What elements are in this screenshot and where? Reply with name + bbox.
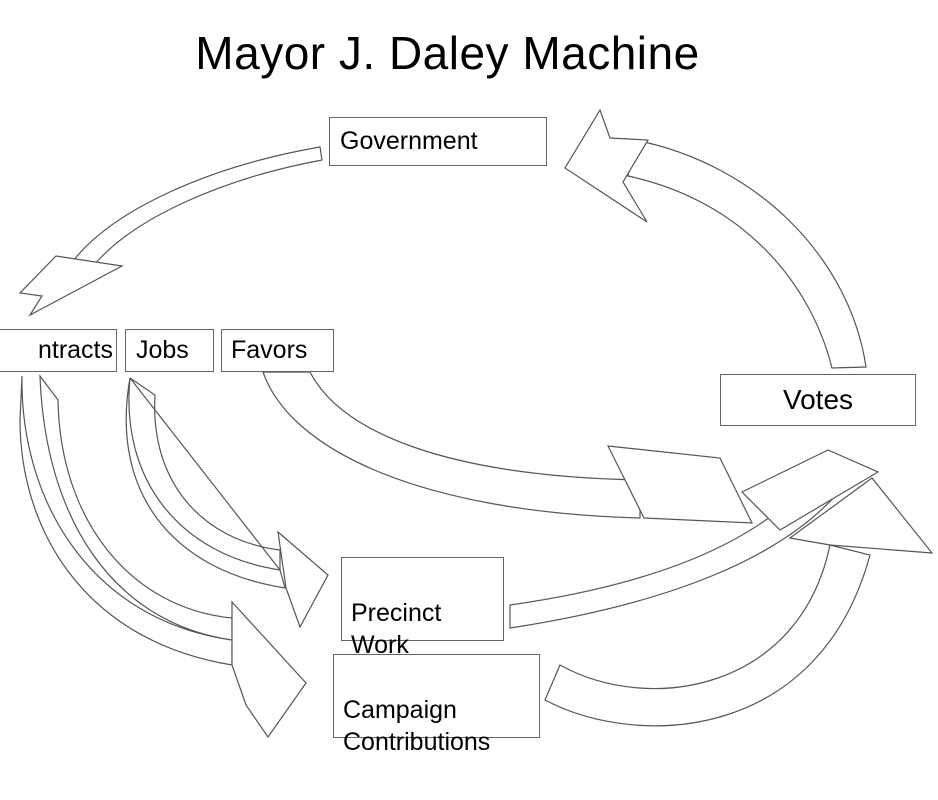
node-campaign-contributions-label: Campaign Contributions <box>343 695 491 757</box>
arrow-votes-to-government <box>627 139 867 369</box>
node-campaign-contributions: Campaign Contributions <box>333 654 540 756</box>
node-jobs: Jobs <box>125 329 214 372</box>
arrow-campaign-to-votes <box>544 544 871 727</box>
arrow-government-to-contracts <box>68 146 323 271</box>
diagram-title: Mayor J. Daley Machine <box>195 27 700 79</box>
node-favors: Favors <box>221 329 334 372</box>
arrowhead-government-to-contracts <box>18 255 124 317</box>
node-votes: Votes <box>720 374 916 426</box>
node-government: Government <box>329 117 547 166</box>
node-favors-label: Favors <box>231 336 308 365</box>
arrowhead-favors-to-votes <box>606 445 753 524</box>
node-votes-label: Votes <box>782 383 854 415</box>
arrowhead-votes-to-government <box>564 108 650 223</box>
arrowhead-campaign-to-votes <box>788 477 934 554</box>
node-precinct-work: Precinct Work <box>341 557 504 659</box>
node-government-label: Government <box>340 127 478 156</box>
node-contracts-label: ntracts <box>37 336 113 365</box>
arrow-jobs-to-precinct-inner <box>129 377 281 572</box>
node-jobs-label: Jobs <box>136 336 189 365</box>
arrowhead-precinct-to-votes <box>740 449 880 531</box>
arrow-jobs-to-precinct <box>125 377 286 589</box>
node-contracts: ntracts <box>0 329 117 372</box>
arrow-favors-to-votes <box>262 371 641 519</box>
arrowhead-jobs-to-precinct <box>277 530 329 629</box>
arrowhead-contracts-to-campaign <box>231 600 307 739</box>
